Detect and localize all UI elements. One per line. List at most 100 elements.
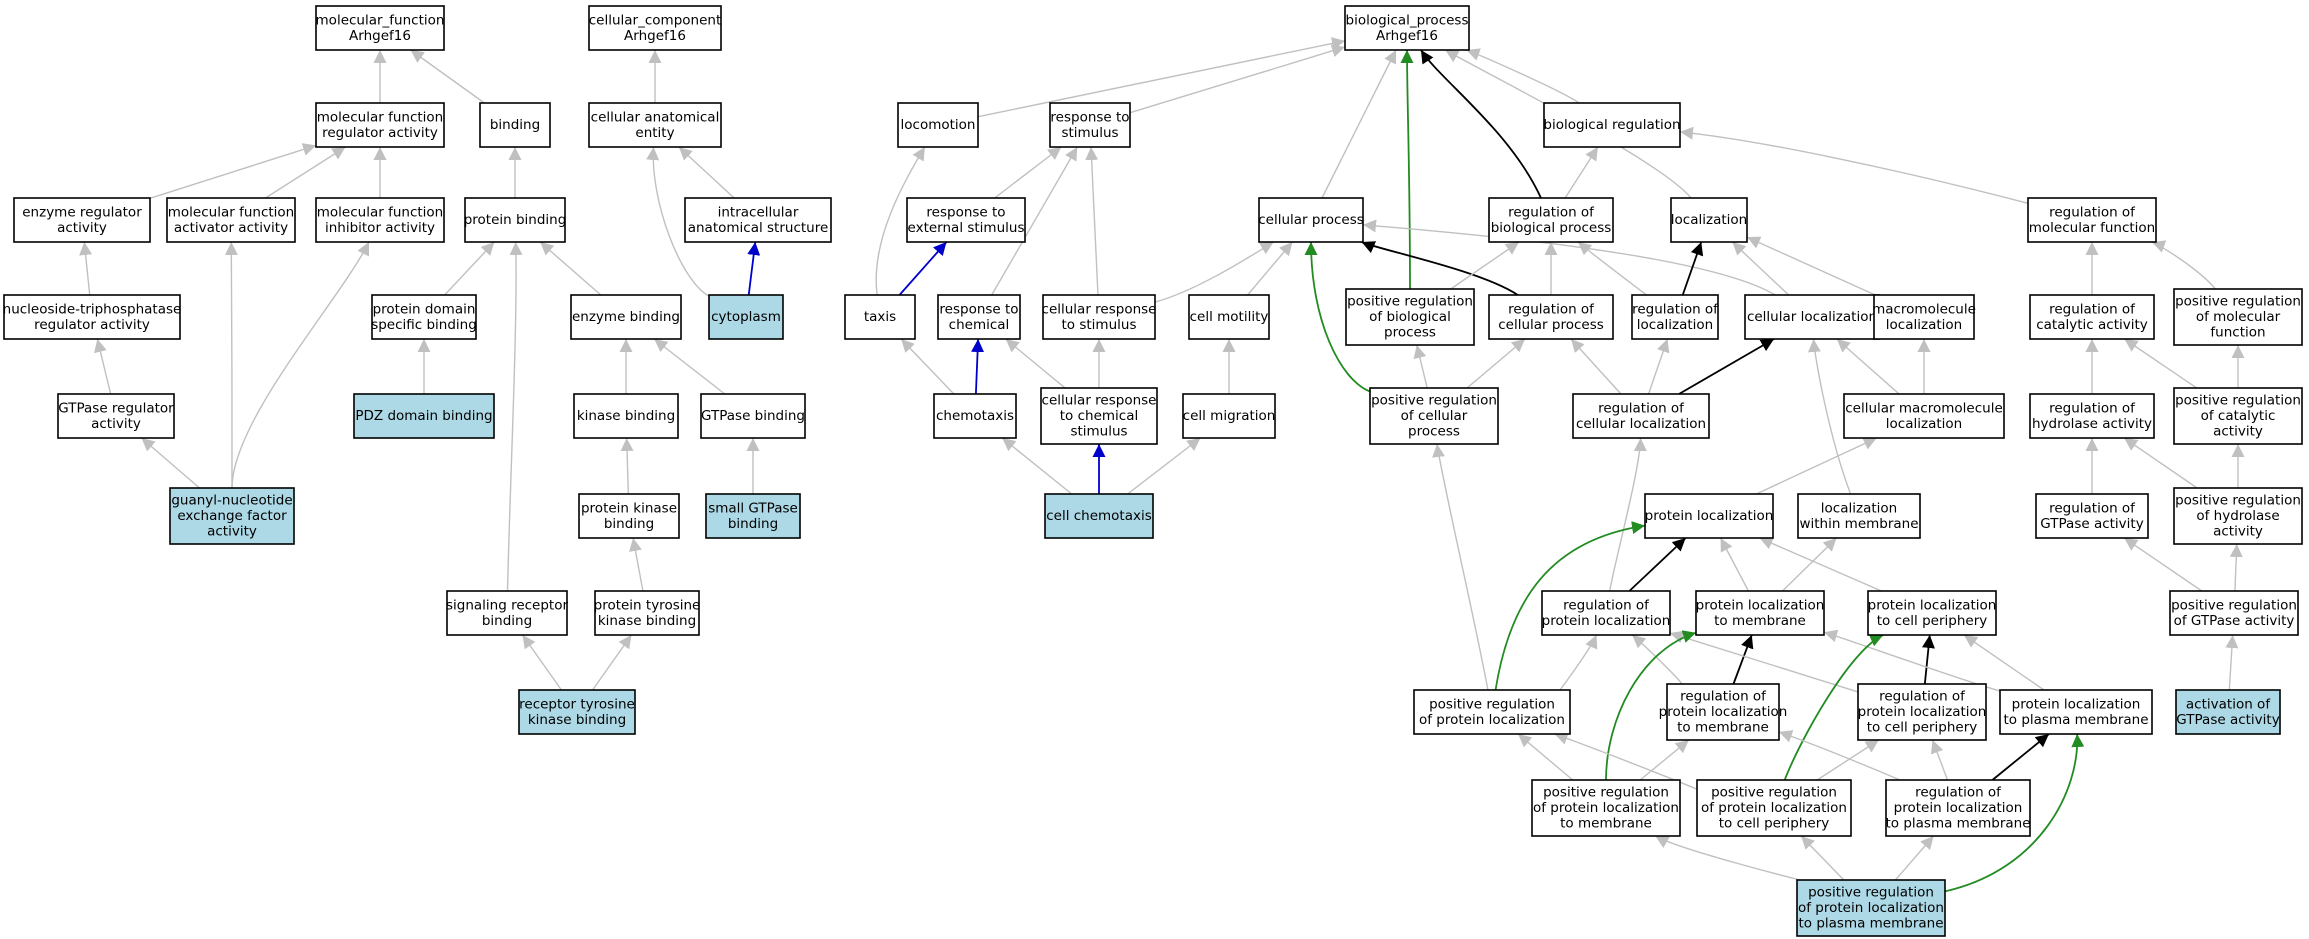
term-label-line: response to [939, 301, 1018, 317]
edge-is-a-regloc-to-regbp [1577, 241, 1647, 296]
term-node-cellchem[interactable]: cell chemotaxis [1044, 493, 1154, 539]
edge-is-a-ias-to-cae [678, 146, 735, 199]
term-label-line: cellular process [1498, 317, 1604, 333]
term-node-localization[interactable]: localization [1670, 197, 1748, 243]
term-box [1797, 493, 1921, 539]
term-box [1857, 683, 1987, 741]
term-node-binding[interactable]: binding [479, 102, 551, 148]
edge-regulates-regloc-to-localization [1681, 241, 1704, 296]
term-node-enzb[interactable]: enzyme binding [570, 294, 682, 340]
term-box [897, 102, 979, 148]
term-node-bioreg[interactable]: biological regulation [1543, 102, 1681, 148]
term-label-line: regulation of [1680, 689, 1767, 705]
term-node-protloc[interactable]: protein localization [1644, 493, 1774, 539]
term-label-line: to cell periphery [1719, 816, 1830, 832]
term-node-locomotion[interactable]: locomotion [897, 102, 979, 148]
term-label-line: activity [2213, 424, 2263, 440]
edge-is-a-posregpltm-to-posregpl [1517, 733, 1574, 781]
edge-regulates-regbp-to-bp_root [1420, 49, 1542, 199]
term-label-line: small GTPase [708, 500, 798, 516]
term-node-pdzb[interactable]: PDZ domain binding [353, 393, 495, 439]
edge-positively-regulates-posregpltcp-to-pltcp [1783, 634, 1884, 781]
term-node-cellproc[interactable]: cellular process [1258, 197, 1364, 243]
term-node-cellmot[interactable]: cell motility [1188, 294, 1270, 340]
term-box [1843, 393, 2005, 439]
term-node-taxis[interactable]: taxis [844, 294, 916, 340]
term-box [1666, 683, 1780, 741]
term-node-chemotaxis[interactable]: chemotaxis [933, 393, 1017, 439]
term-node-cellmig[interactable]: cell migration [1182, 393, 1276, 439]
term-label-line: binding [482, 613, 532, 629]
edge-is-a-regcellloc-to-regloc [1647, 338, 1670, 395]
term-box [2175, 689, 2281, 735]
term-node-kinb[interactable]: kinase binding [573, 393, 679, 439]
term-box [2169, 590, 2299, 636]
term-label-line: cellular localization [1576, 416, 1706, 432]
term-node-cellloc[interactable]: cellular localization [1744, 294, 1880, 340]
term-label-line: cellular response [1042, 393, 1157, 409]
term-box [2029, 294, 2155, 340]
term-box [1345, 288, 1475, 346]
term-node-pbind[interactable]: protein binding [464, 197, 567, 243]
term-label-line: regulation of [1915, 785, 2002, 801]
term-label-line: cellular anatomical [591, 109, 720, 125]
term-node-gtpb[interactable]: GTPase binding [700, 393, 806, 439]
term-box [1369, 387, 1499, 445]
term-node-cytoplasm[interactable]: cytoplasm [708, 294, 784, 340]
term-box [1042, 294, 1156, 340]
term-label-line: to stimulus [1062, 317, 1137, 333]
